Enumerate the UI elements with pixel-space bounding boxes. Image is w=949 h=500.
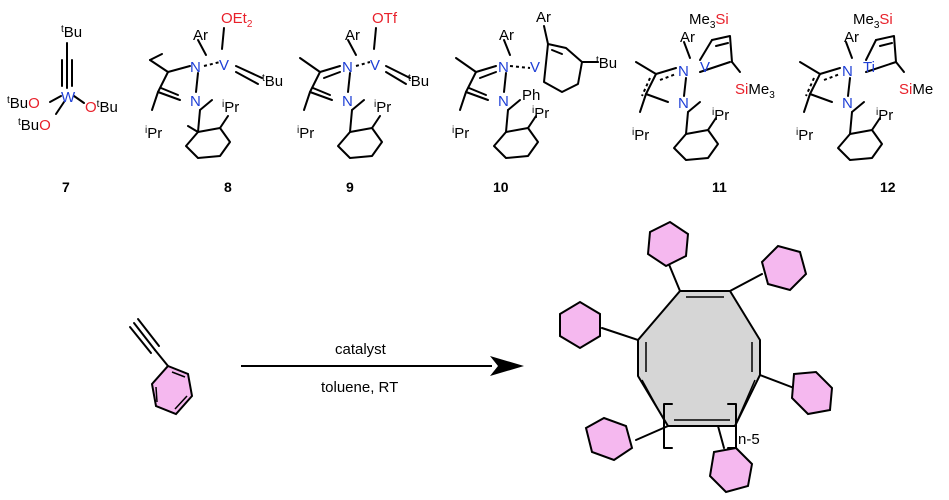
atom-tbu: tBu [262,73,283,90]
atom-n2: N [498,93,509,110]
reactant-phenylacetylene [129,318,194,416]
atom-tbu: tBu [408,73,429,90]
atom-ipr: iPr [222,99,239,116]
atom-ar: Ar [844,29,859,46]
phenyl-ring [559,300,601,350]
atom-v: V [530,59,540,76]
reaction-arrow: catalyst toluene, RT [241,341,524,396]
atom-ipr2: iPr [632,127,649,144]
phenyl-ring [708,446,754,494]
atom-tBu: tBu [61,24,82,41]
atom-ipr: iPr [876,107,893,124]
atom-tBuO-bottom: tBuO [18,117,51,134]
compound-8: N Ar V OEt2 tBu N iPr iPr 8 [145,10,283,195]
atom-n: N [842,63,853,80]
atom-ipr2: iPr [297,125,314,142]
compound-label-7: 7 [62,179,70,195]
atom-ar: Ar [193,27,208,44]
atom-n2: N [842,95,853,112]
atom-ar2: Ar [536,9,551,26]
atom-ar: Ar [499,27,514,44]
compound-label-10: 10 [493,179,509,195]
atom-me3si: Me3Si [853,11,893,31]
atom-ipr2: iPr [796,127,813,144]
compound-9: N Ar V OTf tBu N iPr iPr 9 [297,10,429,195]
atom-tbu: tBu [596,55,617,72]
compound-label-12: 12 [880,179,896,195]
compound-11: N Ar V Me3Si SiMe3 N iPr iPr 11 [632,11,775,195]
product-macrocycle: n-5 [559,220,834,494]
compound-label-11: 11 [712,179,727,195]
atom-me3si: Me3Si [689,11,729,31]
atom-w: W [61,89,76,106]
atom-n2: N [342,93,353,110]
atom-ph: Ph [522,87,540,104]
atom-ti: Ti [863,59,875,76]
atom-oet2: OEt2 [221,10,253,30]
compound-label-9: 9 [346,179,354,195]
atom-n: N [342,59,353,76]
atom-otf: OTf [372,10,398,27]
compound-12: N Ar Ti Me3Si SiMe N iPr iPr 12 [796,11,933,195]
atom-n2: N [678,95,689,112]
phenyl-ring [584,416,634,462]
atom-v: V [370,57,380,74]
atom-ipr2: iPr [145,125,162,142]
atom-OtBu-right: OtBu [85,99,118,116]
atom-v: V [219,57,229,74]
atom-n: N [498,59,509,76]
atom-sime3: SiMe3 [735,81,775,101]
atom-ar: Ar [345,27,360,44]
phenyl-ring [760,244,808,292]
atom-sime: SiMe [899,81,933,98]
atom-v: V [700,59,710,76]
phenyl-ring [646,220,690,268]
compound-label-8: 8 [224,179,232,195]
atom-ipr2: iPr [452,125,469,142]
atom-tBuO-left: tBuO [7,95,40,112]
compound-10: N Ar V Ar tBu Ph N iPr iPr 10 [452,9,617,195]
compound-7: tBu W tBuO OtBu tBuO 7 [7,24,118,195]
atom-ipr: iPr [712,107,729,124]
phenyl-ring [790,370,834,416]
atom-n: N [190,59,201,76]
atom-ar: Ar [680,29,695,46]
arrow-label-conditions: toluene, RT [321,379,398,396]
atom-ipr: iPr [532,105,549,122]
atom-n2: N [190,93,201,110]
arrow-label-catalyst: catalyst [335,341,387,358]
atom-n: N [678,63,689,80]
atom-ipr: iPr [374,99,391,116]
phenyl-ring [150,364,194,416]
repeat-subscript: n-5 [738,431,760,448]
